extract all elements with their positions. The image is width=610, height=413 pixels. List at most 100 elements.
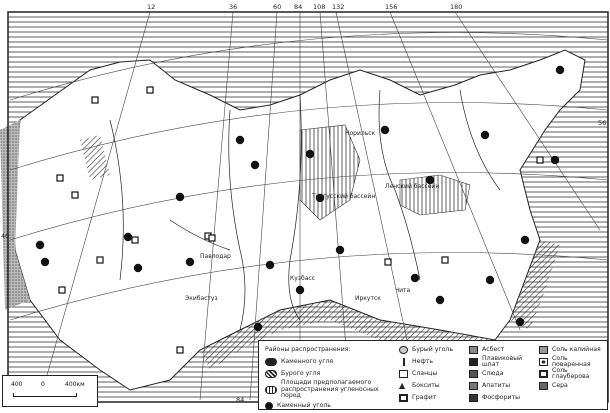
mineral-deposit-marker — [131, 236, 139, 244]
pechora-basin-area — [80, 135, 110, 180]
scale-bar: 400 0 400км — [2, 375, 98, 407]
mineral-deposit-marker — [441, 256, 449, 264]
legend-header: Районы распространения: — [265, 345, 351, 353]
longitude-label: 156 — [385, 3, 397, 11]
coal-deposit-marker — [520, 235, 530, 245]
coal-deposit-marker — [555, 65, 565, 75]
place-label: Экибастуз — [185, 295, 218, 302]
coal-deposit-marker — [305, 149, 315, 159]
legend-label: Нефть — [412, 357, 434, 365]
place-label: Чита — [395, 287, 411, 294]
legend-label: Соль глауберова — [552, 366, 590, 380]
longitude-labels: 12 36 60 84 108 132 156 180 56 40 84 — [1, 3, 606, 404]
longitude-label: 180 — [450, 3, 462, 11]
graticule — [9, 11, 609, 401]
legend-label: Бурого угля — [281, 369, 321, 377]
coal-deposit-marker — [295, 285, 305, 295]
potash-salt-icon — [539, 346, 548, 354]
scale-right: 400км — [65, 381, 85, 388]
longitude-label: 12 — [147, 3, 155, 11]
legend-label: Сера — [552, 381, 568, 389]
mineral-deposit-marker — [58, 286, 66, 294]
scale-left: 400 — [11, 381, 23, 388]
legend-label: Площади предполагаемого распространения … — [281, 379, 379, 400]
southern-border-shading — [200, 300, 500, 370]
legend-label: Каменного угля — [281, 357, 334, 365]
coal-deposit-marker — [185, 257, 195, 267]
legend-label: Соль поваренная — [552, 354, 591, 368]
coal-deposit-marker — [35, 240, 45, 250]
land-mass — [11, 49, 586, 391]
mineral-deposit-marker — [56, 174, 64, 182]
coal-deposit-marker — [425, 175, 435, 185]
shale-icon — [399, 370, 408, 378]
coal-deposit-marker — [315, 193, 325, 203]
asbestos-icon — [469, 346, 478, 354]
oil-icon — [399, 358, 408, 366]
hard-coal-region-swatch — [265, 358, 277, 366]
coal-deposit-marker — [175, 192, 185, 202]
coal-deposit-marker — [250, 160, 260, 170]
legend-label: Графит — [412, 393, 437, 401]
coal-deposit-marker — [435, 295, 445, 305]
legend-label: Фосфориты — [482, 393, 521, 401]
scale-line — [13, 393, 77, 397]
legend-label: Слюда — [482, 369, 504, 377]
latitude-label: 56 — [598, 119, 606, 127]
mineral-deposit-marker — [176, 346, 184, 354]
legend-label: Асбест — [482, 345, 505, 353]
latitude-label: 40 — [1, 232, 9, 240]
legend-label: Каменный уголь — [277, 401, 331, 409]
coal-deposit-marker — [380, 125, 390, 135]
legend-label: Плавиковый шпат — [482, 354, 523, 368]
scale-zero: 0 — [41, 381, 45, 388]
glauber-salt-icon — [539, 370, 548, 378]
legend-label: Сланцы — [412, 369, 438, 377]
coal-deposit-marker — [515, 317, 525, 327]
presumed-coal-area-swatch — [265, 386, 277, 394]
longitude-label: 36 — [229, 3, 237, 11]
mineral-deposit-marker — [96, 256, 104, 264]
brown-coal-region-swatch — [265, 370, 277, 378]
coal-deposit-marker — [550, 155, 560, 165]
hard-coal-icon — [265, 402, 273, 410]
coal-deposit-marker — [40, 257, 50, 267]
mineral-deposit-marker — [146, 86, 154, 94]
mineral-deposit-marker — [91, 96, 99, 104]
coal-deposit-marker — [485, 275, 495, 285]
coal-deposit-marker — [123, 232, 133, 242]
longitude-label: 108 — [313, 3, 325, 11]
legend-label: Бокситы — [412, 381, 440, 389]
bauxite-icon: ▲ — [399, 381, 406, 390]
place-label: Павлодар — [200, 253, 231, 260]
coal-deposit-marker — [235, 135, 245, 145]
eastern-coast-shading — [510, 240, 560, 330]
rock-salt-icon — [539, 358, 548, 366]
longitude-label: 60 — [273, 3, 281, 11]
mineral-deposit-marker — [71, 191, 79, 199]
map-legend: Районы распространения: Каменного угля Б… — [258, 340, 608, 410]
coal-deposit-marker — [253, 322, 263, 332]
mineral-deposit-marker — [536, 156, 544, 164]
place-label: Иркутск — [355, 295, 381, 302]
legend-label: Апатиты — [482, 381, 511, 389]
longitude-label: 132 — [332, 3, 344, 11]
apatite-icon — [469, 382, 478, 390]
rivers — [109, 89, 501, 331]
longitude-label: 84 — [294, 3, 302, 11]
legend-label: Соль калийная — [552, 345, 601, 353]
mineral-deposit-marker — [208, 234, 216, 242]
legend-label: Бурый уголь — [412, 345, 454, 353]
coal-deposit-marker — [335, 245, 345, 255]
mica-icon — [469, 370, 478, 378]
longitude-label-bottom: 84 — [236, 396, 244, 404]
fluorspar-icon — [469, 358, 478, 366]
place-label: Кузбасс — [290, 275, 315, 282]
coal-deposit-marker — [133, 263, 143, 273]
place-labels: Норильск Тунгусский бассейн Ленский басс… — [185, 130, 439, 302]
coal-deposit-marker — [265, 260, 275, 270]
brown-coal-icon — [399, 346, 408, 354]
mineral-deposit-marker — [384, 258, 392, 266]
coal-deposit-marker — [480, 130, 490, 140]
